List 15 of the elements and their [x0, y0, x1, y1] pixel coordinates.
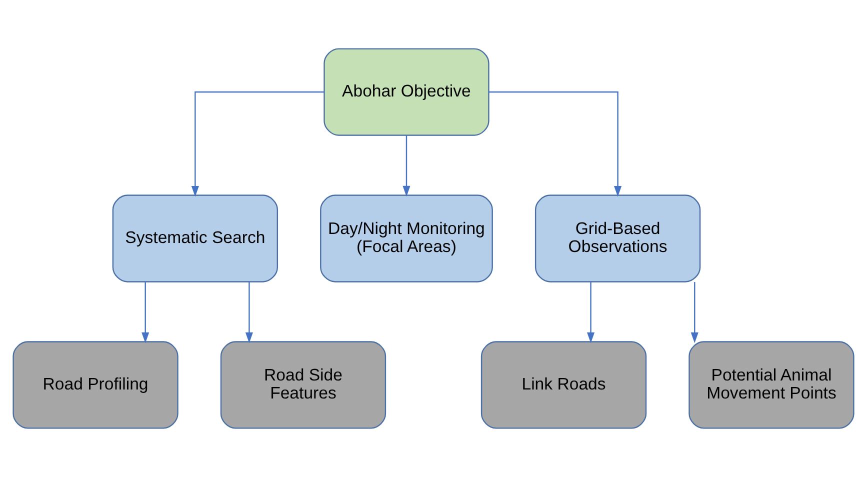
node-box: Grid-Based Observations [534, 194, 701, 282]
arrow [142, 282, 150, 344]
node-box: Road Profiling [12, 341, 178, 429]
node-box: Systematic Search [112, 194, 278, 282]
arrow [402, 136, 410, 197]
node-box: Link Roads [480, 341, 647, 429]
arrow [690, 282, 698, 344]
node-box: Potential Animal Movement Points [688, 341, 854, 429]
arrow [488, 91, 622, 197]
arrow [245, 282, 253, 344]
node-box: Road Side Features [220, 341, 386, 429]
arrow [587, 282, 595, 344]
arrow [191, 91, 324, 197]
node-box: Abohar Objective [324, 48, 490, 136]
node-box: Day/Night Monitoring (Focal Areas) [320, 194, 493, 282]
